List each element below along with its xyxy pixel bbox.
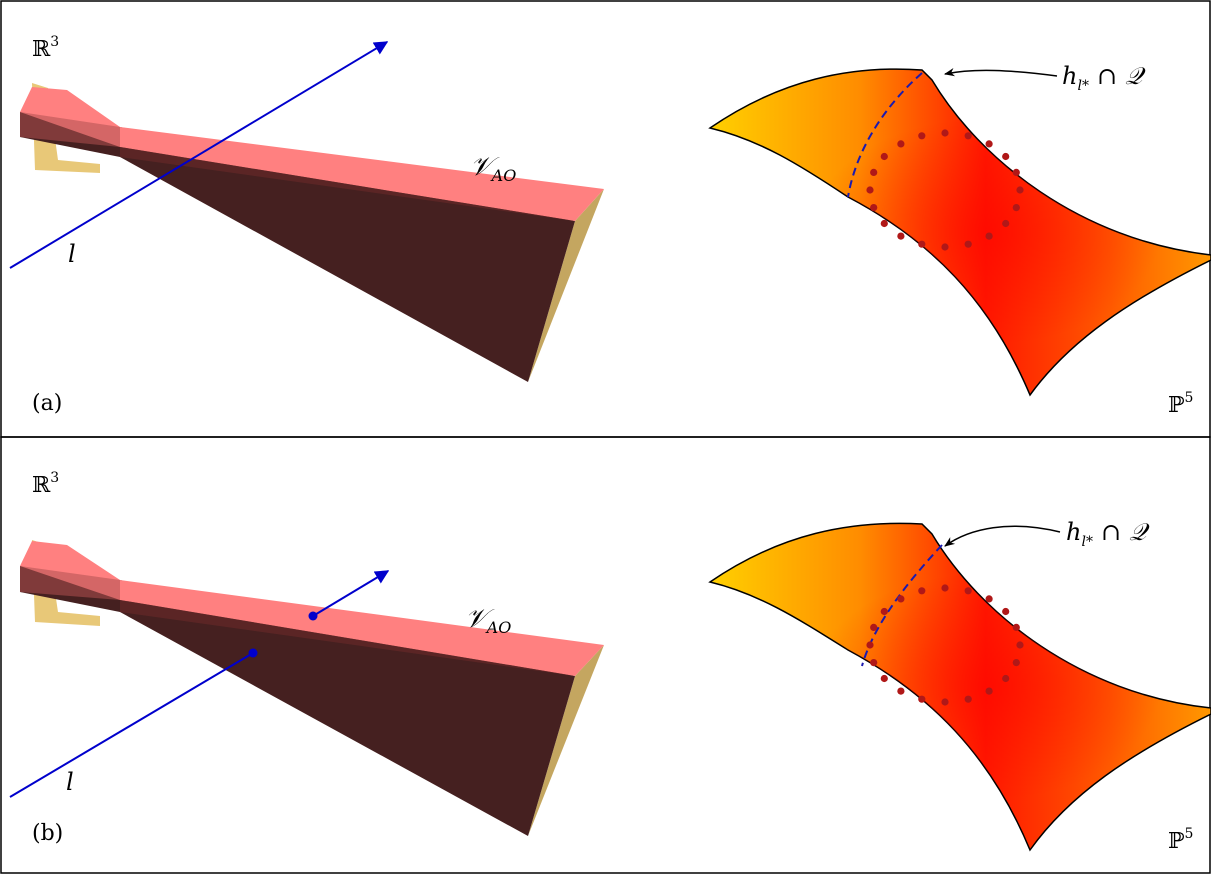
variety-label: 𝒱AO (470, 152, 516, 185)
ring-dot (1016, 641, 1023, 648)
quadric-glow (710, 69, 1211, 395)
ring-dot (918, 696, 925, 703)
ring-dot (941, 698, 948, 705)
line-label: l (66, 768, 74, 796)
ring-dot (1013, 169, 1020, 176)
intersection-arrow (945, 526, 1060, 546)
ring-dot (870, 659, 877, 666)
intersection-label: hl*∩𝒬 (1062, 62, 1146, 94)
space-label-p5: ℙ5 (1168, 390, 1193, 418)
panel-tag: (a) (32, 391, 62, 416)
ring-dot (870, 169, 877, 176)
solid-vao-b (20, 540, 604, 836)
ring-dot (870, 204, 877, 211)
ring-dot (941, 584, 948, 591)
ring-dot (881, 153, 888, 160)
panel-tag: (b) (32, 821, 63, 846)
ring-dot (941, 129, 948, 136)
ring-dot (870, 624, 877, 631)
ring-dot (986, 595, 993, 602)
line-label: l (68, 240, 76, 268)
ring-dot (986, 140, 993, 147)
intersection-label: hl*∩𝒬 (1066, 518, 1150, 550)
ring-dot (1013, 659, 1020, 666)
ring-dot (1013, 624, 1020, 631)
ring-dot (986, 233, 993, 240)
line-l-b-upper (313, 571, 388, 616)
ring-dot (881, 608, 888, 615)
ring-dot (941, 243, 948, 250)
quadric-surface-b (710, 523, 1211, 850)
ring-dot (965, 696, 972, 703)
space-label-p5: ℙ5 (1168, 826, 1193, 854)
ring-dot (965, 587, 972, 594)
variety-label: 𝒱AO (465, 604, 511, 637)
ring-dot (897, 233, 904, 240)
ring-dot (918, 241, 925, 248)
quadric-glow (710, 523, 1211, 850)
ring-dot (881, 220, 888, 227)
intersection-point-1 (249, 649, 258, 658)
intersection-point-2 (309, 612, 318, 621)
quadric-surface-a (710, 69, 1211, 395)
solid-vao-a (20, 83, 604, 382)
ring-dot (1002, 153, 1009, 160)
space-label-r3: ℝ3 (32, 34, 59, 62)
ring-dot (918, 587, 925, 594)
line-l-b-lower (10, 653, 253, 797)
ring-dot (897, 595, 904, 602)
ring-dot (1002, 675, 1009, 682)
ring-dot (918, 132, 925, 139)
ring-dot (1013, 204, 1020, 211)
intersection-arrow (945, 70, 1057, 76)
ring-dot (1002, 220, 1009, 227)
ring-dot (1016, 186, 1023, 193)
ring-dot (897, 688, 904, 695)
ring-dot (965, 241, 972, 248)
panel-b: ℝ3 ℙ5 (b) l 𝒱AO hl*∩𝒬 (1, 437, 1211, 873)
ring-dot (1002, 608, 1009, 615)
ring-dot (881, 675, 888, 682)
ring-dot (866, 186, 873, 193)
ring-dot (986, 688, 993, 695)
ring-dot (965, 132, 972, 139)
space-label-r3: ℝ3 (32, 470, 59, 498)
ring-dot (897, 140, 904, 147)
panel-a: ℝ3 ℙ5 (a) l 𝒱AO hl*∩𝒬 (1, 1, 1211, 437)
ring-dot (866, 641, 873, 648)
